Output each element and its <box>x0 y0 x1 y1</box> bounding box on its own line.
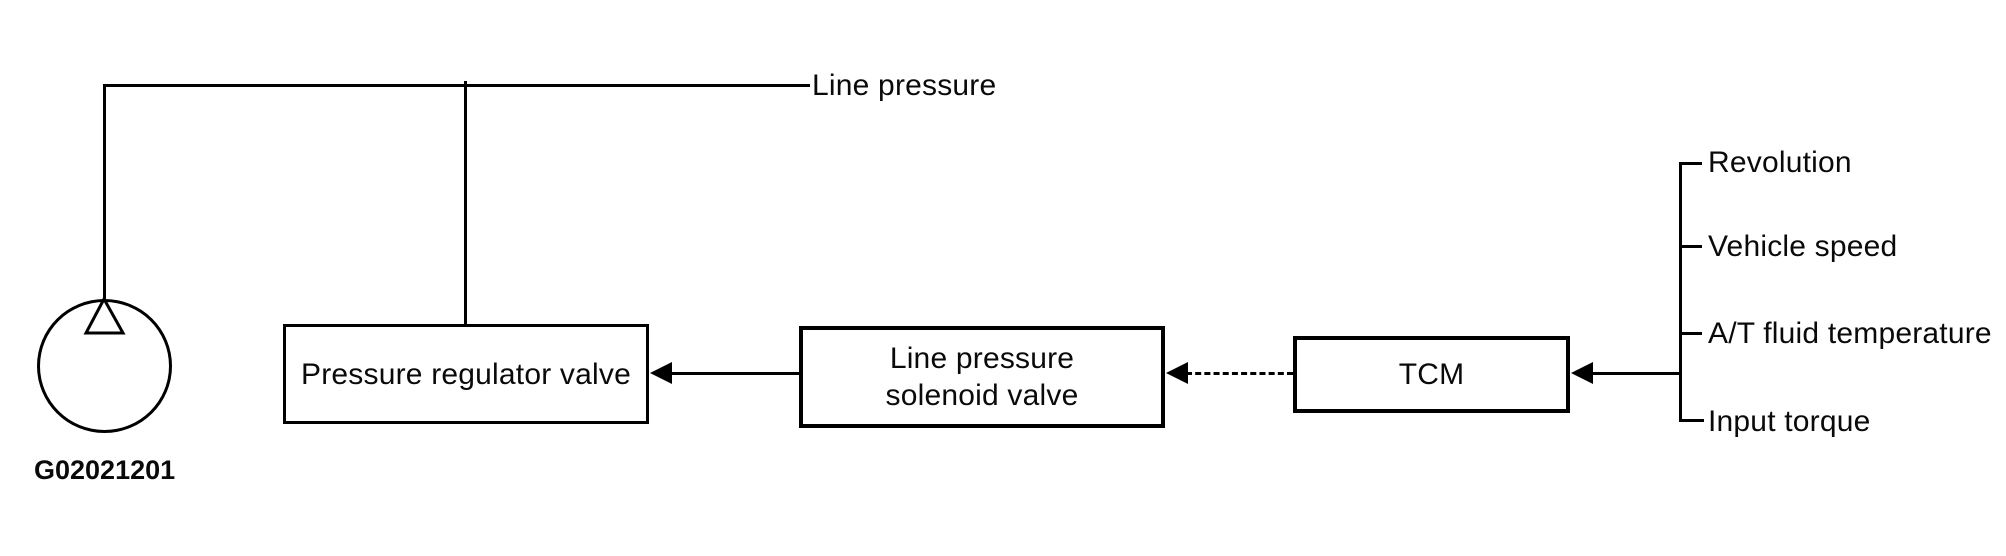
arrowhead-to-tcm-icon <box>1571 362 1593 384</box>
arrow-tcm-to-solenoid-dashed-shaft <box>1186 372 1293 375</box>
regulator-feed-line <box>464 81 467 325</box>
line-pressure-feed-line <box>103 84 810 87</box>
input-label-revolution: Revolution <box>1708 146 1852 179</box>
pressure-regulator-valve-label: Pressure regulator valve <box>301 357 631 391</box>
tcm-box: TCM <box>1293 336 1570 413</box>
pressure-regulator-valve-box: Pressure regulator valve <box>283 324 649 424</box>
pump-feed-line <box>103 84 106 300</box>
line-pressure-solenoid-valve-box: Line pressure solenoid valve <box>799 326 1165 428</box>
arrowhead-to-solenoid-icon <box>1166 362 1188 384</box>
input-tick-vehicle-speed <box>1679 245 1702 248</box>
input-label-fluid-temperature: A/T fluid temperature <box>1708 317 1992 350</box>
input-tick-input-torque <box>1679 419 1704 422</box>
input-label-vehicle-speed: Vehicle speed <box>1708 230 1898 263</box>
figure-id-label: G02021201 <box>34 455 176 485</box>
input-tick-revolution <box>1679 162 1702 165</box>
arrow-solenoid-to-regulator-shaft <box>668 372 799 375</box>
tcm-label: TCM <box>1398 358 1465 391</box>
pump-triangle-icon <box>83 296 126 335</box>
solenoid-valve-label-line1: Line pressure <box>889 342 1075 375</box>
line-pressure-label: Line pressure <box>812 69 997 102</box>
arrow-inputs-to-tcm-shaft <box>1591 372 1681 375</box>
input-tick-fluid-temperature <box>1679 332 1702 335</box>
arrowhead-to-regulator-icon <box>650 362 672 384</box>
input-label-input-torque: Input torque <box>1708 405 1871 438</box>
inputs-harness-line <box>1679 162 1682 422</box>
solenoid-valve-label-line2: solenoid valve <box>885 379 1079 412</box>
